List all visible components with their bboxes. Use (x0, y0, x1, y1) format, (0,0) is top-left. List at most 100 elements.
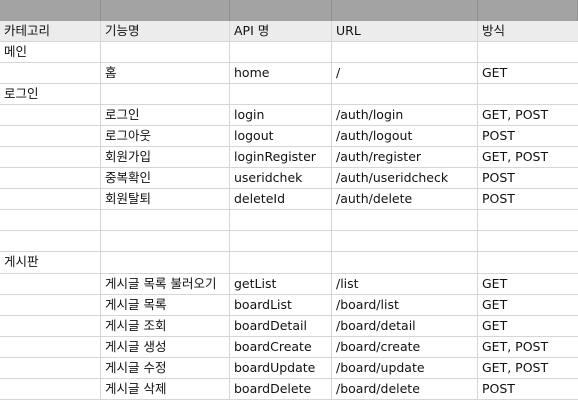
api-cell[interactable] (230, 252, 332, 273)
feature-cell[interactable]: 회원가입 (101, 147, 230, 168)
column-header-c[interactable] (230, 0, 332, 21)
feature-cell[interactable]: 게시글 수정 (101, 357, 230, 378)
api-cell[interactable] (230, 210, 332, 231)
method-cell[interactable]: POST (482, 380, 515, 396)
header-cell-feature[interactable]: 기능명 (101, 21, 230, 41)
category-cell[interactable] (0, 378, 101, 399)
method-cell[interactable]: POST (482, 170, 515, 186)
feature-cell[interactable]: 게시글 조회 (101, 315, 230, 336)
feature-cell[interactable]: 게시글 목록 불러오기 (101, 273, 230, 294)
method-cell[interactable]: GET, POST (482, 107, 549, 123)
method-cell[interactable] (478, 231, 578, 251)
category-cell[interactable] (0, 105, 101, 126)
header-cell-api[interactable]: API 명 (230, 21, 332, 41)
api-cell[interactable]: loginRegister (230, 147, 332, 168)
feature-cell[interactable]: 게시글 삭제 (101, 378, 230, 399)
feature-cell[interactable]: 중복확인 (101, 168, 230, 189)
method-cell[interactable]: GET, POST (482, 359, 549, 375)
url-cell[interactable] (332, 231, 478, 252)
method-cell[interactable]: GET, POST (482, 338, 549, 354)
column-header-a[interactable] (0, 0, 101, 21)
url-cell[interactable]: /board/create (332, 336, 478, 357)
header-cell-url[interactable]: URL (332, 21, 478, 41)
feature-cell[interactable]: 회원탈퇴 (101, 189, 230, 210)
header-cell-category[interactable]: 카테고리 (0, 21, 101, 41)
api-cell[interactable]: home (230, 63, 332, 84)
url-cell[interactable]: /board/list (332, 294, 478, 315)
url-cell[interactable]: /auth/register (332, 147, 478, 168)
api-cell[interactable]: useridchek (230, 168, 332, 189)
url-cell[interactable]: /list (332, 273, 478, 294)
category-cell[interactable]: 로그인 (0, 84, 101, 105)
category-cell[interactable] (0, 63, 101, 84)
method-cell[interactable]: GET (482, 317, 508, 333)
feature-cell[interactable]: 로그인 (101, 105, 230, 126)
feature-cell[interactable]: 게시글 목록 (101, 294, 230, 315)
category-cell[interactable]: 메인 (0, 42, 101, 63)
api-cell[interactable] (230, 84, 332, 105)
api-cell[interactable]: boardUpdate (230, 357, 332, 378)
feature-cell[interactable] (101, 84, 230, 105)
api-cell[interactable]: getList (230, 273, 332, 294)
url-cell[interactable] (332, 210, 478, 231)
category-cell[interactable] (0, 168, 101, 189)
header-cell-method[interactable]: 방식 (482, 23, 506, 38)
column-header-d[interactable] (332, 0, 478, 21)
method-cell[interactable] (478, 252, 578, 272)
method-cell[interactable]: POST (482, 128, 515, 144)
url-cell[interactable] (332, 252, 478, 273)
url-cell[interactable]: /auth/login (332, 105, 478, 126)
category-cell[interactable]: 게시판 (0, 252, 101, 273)
api-cell[interactable]: deleteId (230, 189, 332, 210)
column-header-bar (0, 0, 578, 21)
table-row (0, 231, 578, 253)
feature-cell[interactable]: 게시글 생성 (101, 336, 230, 357)
url-cell[interactable]: /board/detail (332, 315, 478, 336)
feature-cell[interactable]: 홈 (101, 63, 230, 84)
method-cell[interactable]: GET (482, 275, 508, 291)
api-cell[interactable] (230, 42, 332, 63)
api-cell[interactable]: boardCreate (230, 336, 332, 357)
category-cell[interactable] (0, 294, 101, 315)
feature-cell[interactable] (101, 210, 230, 231)
feature-cell[interactable]: 로그아웃 (101, 126, 230, 147)
category-cell[interactable] (0, 189, 101, 210)
feature-cell[interactable] (101, 252, 230, 273)
method-cell[interactable]: GET, POST (482, 149, 549, 165)
method-cell[interactable] (478, 84, 578, 104)
url-cell[interactable]: /board/update (332, 357, 478, 378)
feature-cell[interactable] (101, 42, 230, 63)
column-header-b[interactable] (101, 0, 230, 21)
url-cell[interactable]: /auth/logout (332, 126, 478, 147)
method-cell[interactable]: POST (482, 191, 515, 207)
url-cell[interactable]: /auth/useridcheck (332, 168, 478, 189)
feature-cell[interactable] (101, 231, 230, 252)
category-cell[interactable] (0, 231, 101, 252)
url-cell[interactable]: / (332, 63, 478, 84)
url-cell[interactable]: /board/delete (332, 378, 478, 399)
api-cell[interactable]: boardDetail (230, 315, 332, 336)
method-cell[interactable]: GET (482, 296, 508, 312)
method-cell[interactable]: GET (482, 65, 508, 81)
method-cell[interactable] (478, 210, 578, 230)
url-cell[interactable] (332, 84, 478, 105)
url-cell[interactable]: /auth/delete (332, 189, 478, 210)
method-cell[interactable] (478, 42, 578, 62)
url-cell[interactable] (332, 42, 478, 63)
category-cell[interactable] (0, 357, 101, 378)
api-cell[interactable] (230, 231, 332, 252)
column-header-e[interactable] (478, 0, 578, 21)
api-cell[interactable]: login (230, 105, 332, 126)
api-cell[interactable]: boardList (230, 294, 332, 315)
category-cell[interactable] (0, 273, 101, 294)
category-cell[interactable] (0, 210, 101, 231)
category-cell[interactable] (0, 336, 101, 357)
api-cell[interactable]: logout (230, 126, 332, 147)
api-cell[interactable]: boardDelete (230, 378, 332, 399)
category-cell[interactable] (0, 315, 101, 336)
category-cell[interactable] (0, 126, 101, 147)
category-cell[interactable] (0, 147, 101, 168)
